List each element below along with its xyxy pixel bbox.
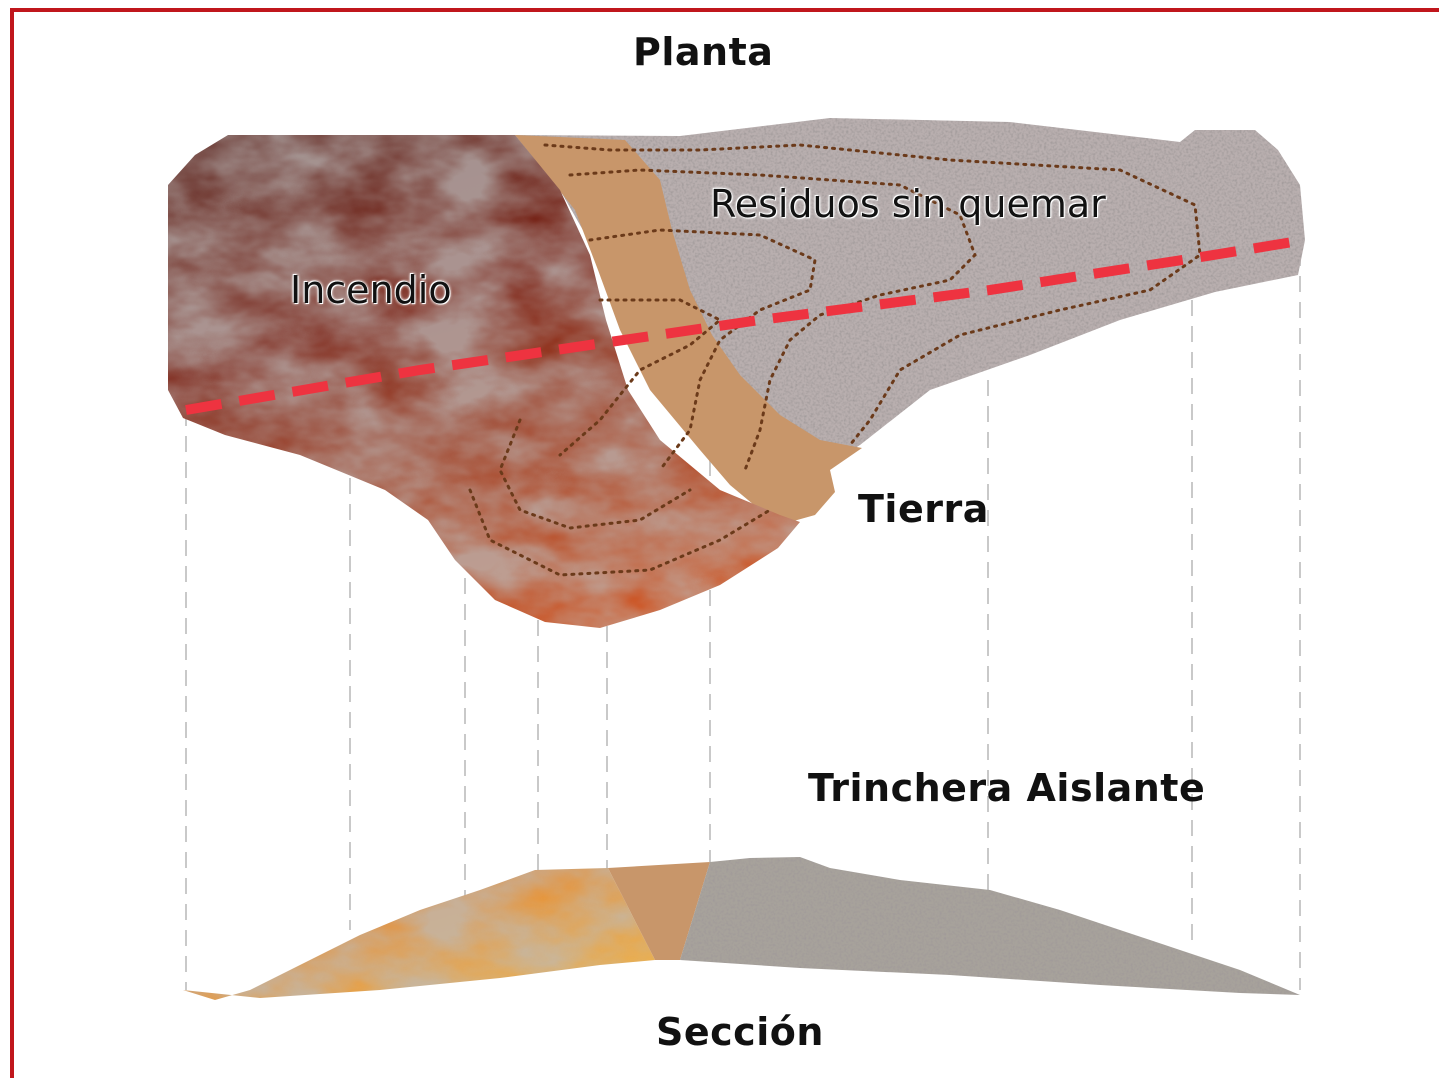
section-view-title: Sección bbox=[656, 1010, 824, 1054]
trench-label: Trinchera Aislante bbox=[808, 766, 1205, 810]
unburned-residue-label: Residuos sin quemar bbox=[710, 182, 1106, 226]
fire-label: Incendio bbox=[290, 268, 452, 312]
earth-label: Tierra bbox=[858, 487, 989, 531]
section-fire-layer bbox=[183, 868, 655, 1000]
section-gravel-layer bbox=[680, 857, 1300, 995]
plan-view-title: Planta bbox=[633, 30, 773, 74]
